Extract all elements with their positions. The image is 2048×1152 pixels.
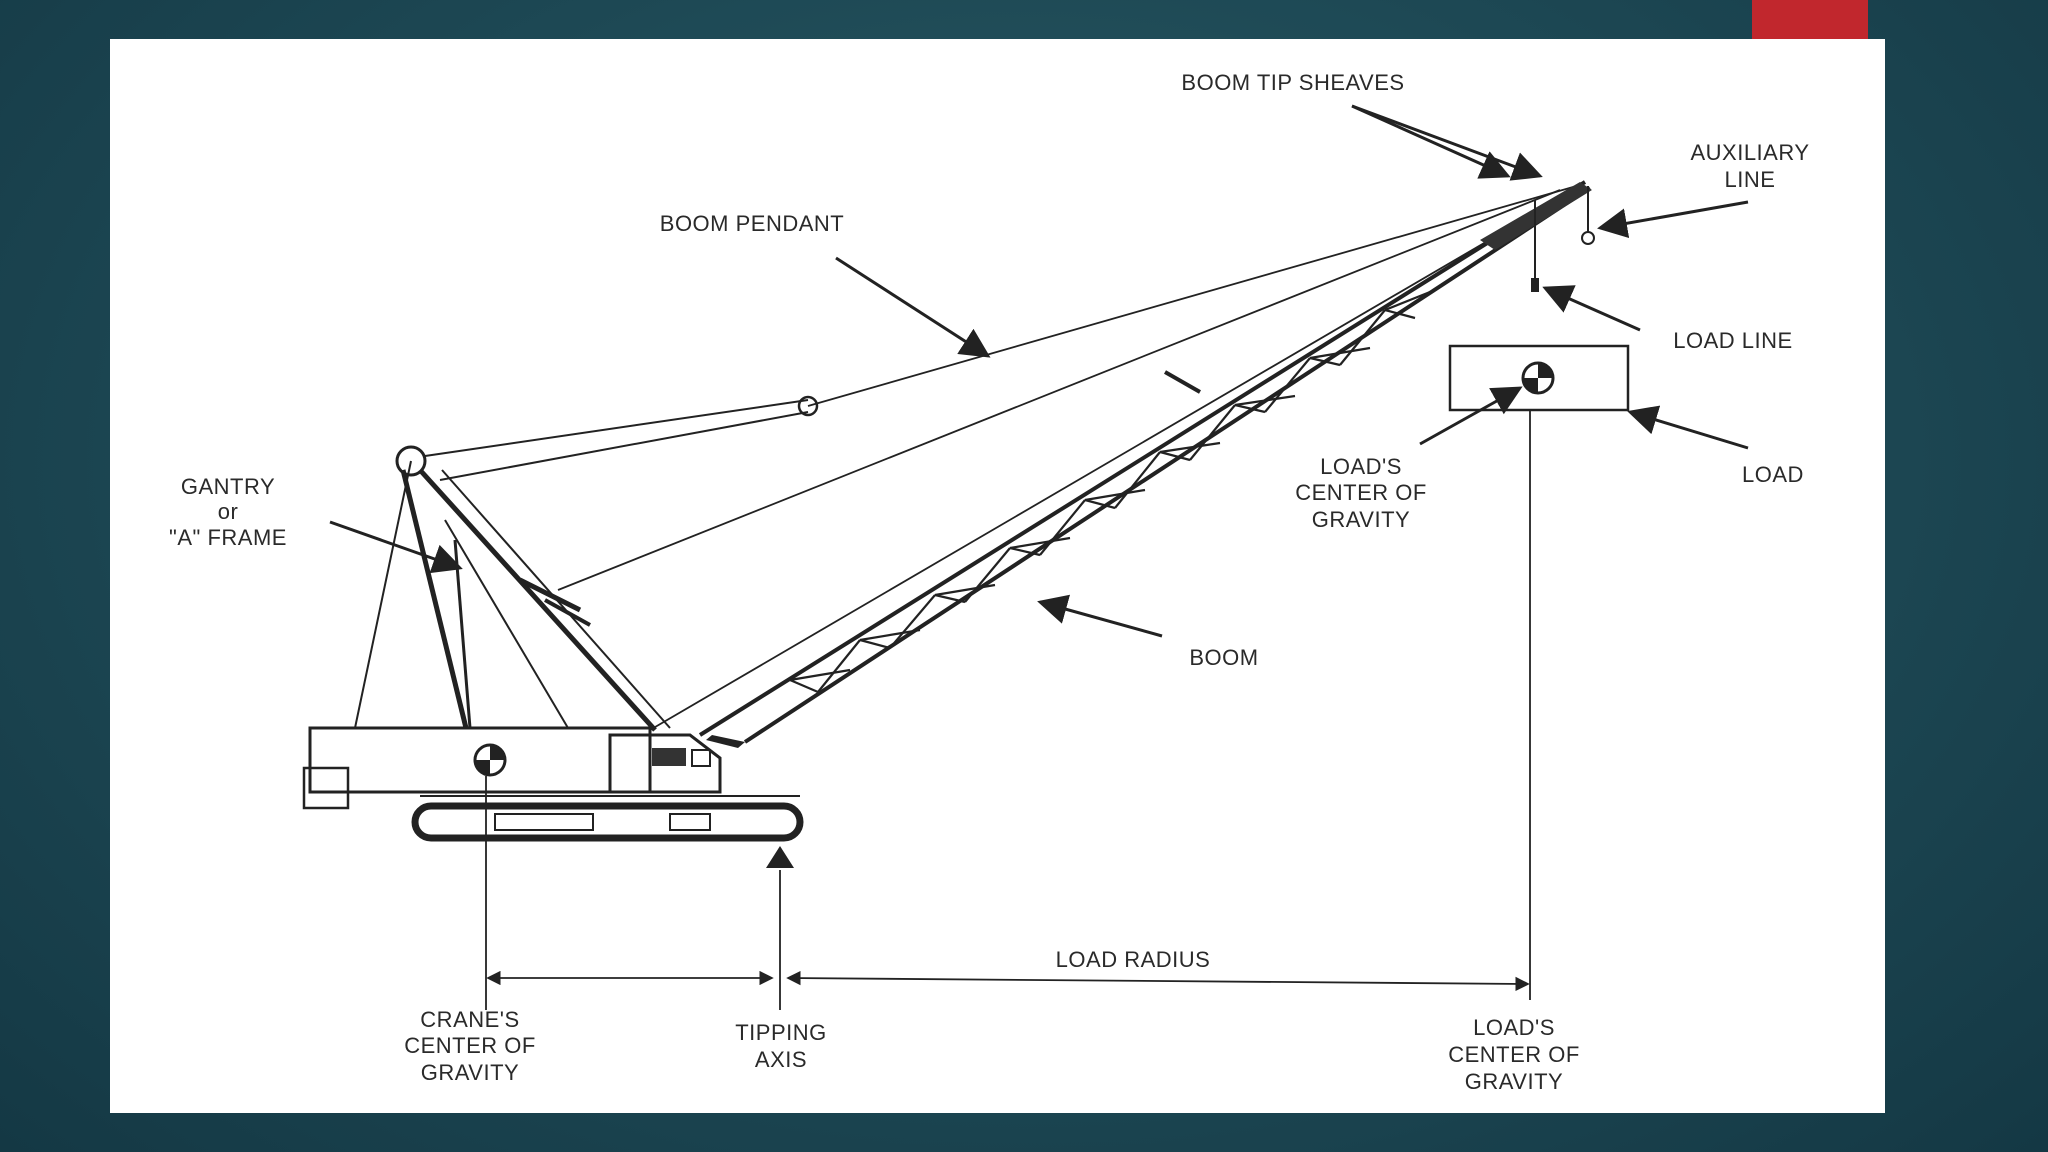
arrow-boom-tip-sheaves-2 (1351, 104, 1543, 181)
arrow-boom (1037, 594, 1163, 638)
label-boom-tip-sheaves: BOOM TIP SHEAVES (1181, 70, 1404, 95)
label-load-cog-upper-3: GRAVITY (1312, 507, 1410, 532)
label-boom: BOOM (1189, 645, 1258, 670)
boom-lattice (698, 180, 1592, 748)
crawler-track (411, 795, 804, 842)
label-tipping-1: TIPPING (735, 1020, 827, 1045)
label-crane-cog-1: CRANE'S (420, 1007, 519, 1032)
label-load-radius: LOAD RADIUS (1056, 947, 1211, 972)
hoist-lines (1531, 186, 1595, 292)
dimension-lines (485, 410, 1531, 1010)
label-crane-cog-3: GRAVITY (421, 1060, 519, 1085)
arrow-auxiliary-line (1597, 200, 1749, 239)
label-load-cog-upper-2: CENTER OF (1295, 480, 1427, 505)
accent-bar (1752, 0, 1868, 39)
label-tipping-2: AXIS (755, 1047, 807, 1072)
labels: BOOM TIP SHEAVES AUXILIARY LINE BOOM PEN… (169, 70, 1809, 1094)
load-box (1448, 344, 1630, 412)
gantry-a-frame (354, 395, 819, 732)
boom-pendant-lines (557, 184, 1581, 731)
label-gantry-3: "A" FRAME (169, 525, 287, 550)
label-load-cog-lower-1: LOAD'S (1473, 1015, 1555, 1040)
arrow-boom-tip-sheaves-1 (1351, 104, 1511, 179)
label-load-cog-upper-1: LOAD'S (1320, 454, 1402, 479)
arrow-load-cog (1419, 386, 1523, 446)
label-gantry-1: GANTRY (181, 474, 275, 499)
callout-arrows (329, 104, 1749, 638)
crane-cog-symbol (473, 743, 507, 777)
label-boom-pendant: BOOM PENDANT (660, 211, 844, 236)
label-crane-cog-2: CENTER OF (404, 1033, 536, 1058)
label-load-cog-lower-2: CENTER OF (1448, 1042, 1580, 1067)
label-auxiliary-line-2: LINE (1725, 167, 1776, 192)
arrow-load (1627, 405, 1749, 450)
arrow-boom-pendant (835, 256, 991, 358)
arrow-load-line (1542, 285, 1641, 332)
tipping-axis-marker (766, 846, 794, 868)
crane-body (302, 726, 722, 810)
label-auxiliary-line-1: AUXILIARY (1690, 140, 1809, 165)
label-gantry-2: or (218, 499, 239, 524)
label-load-line: LOAD LINE (1673, 328, 1792, 353)
label-load-cog-lower-3: GRAVITY (1465, 1069, 1563, 1094)
arrow-gantry (329, 520, 463, 574)
label-load: LOAD (1742, 462, 1804, 487)
